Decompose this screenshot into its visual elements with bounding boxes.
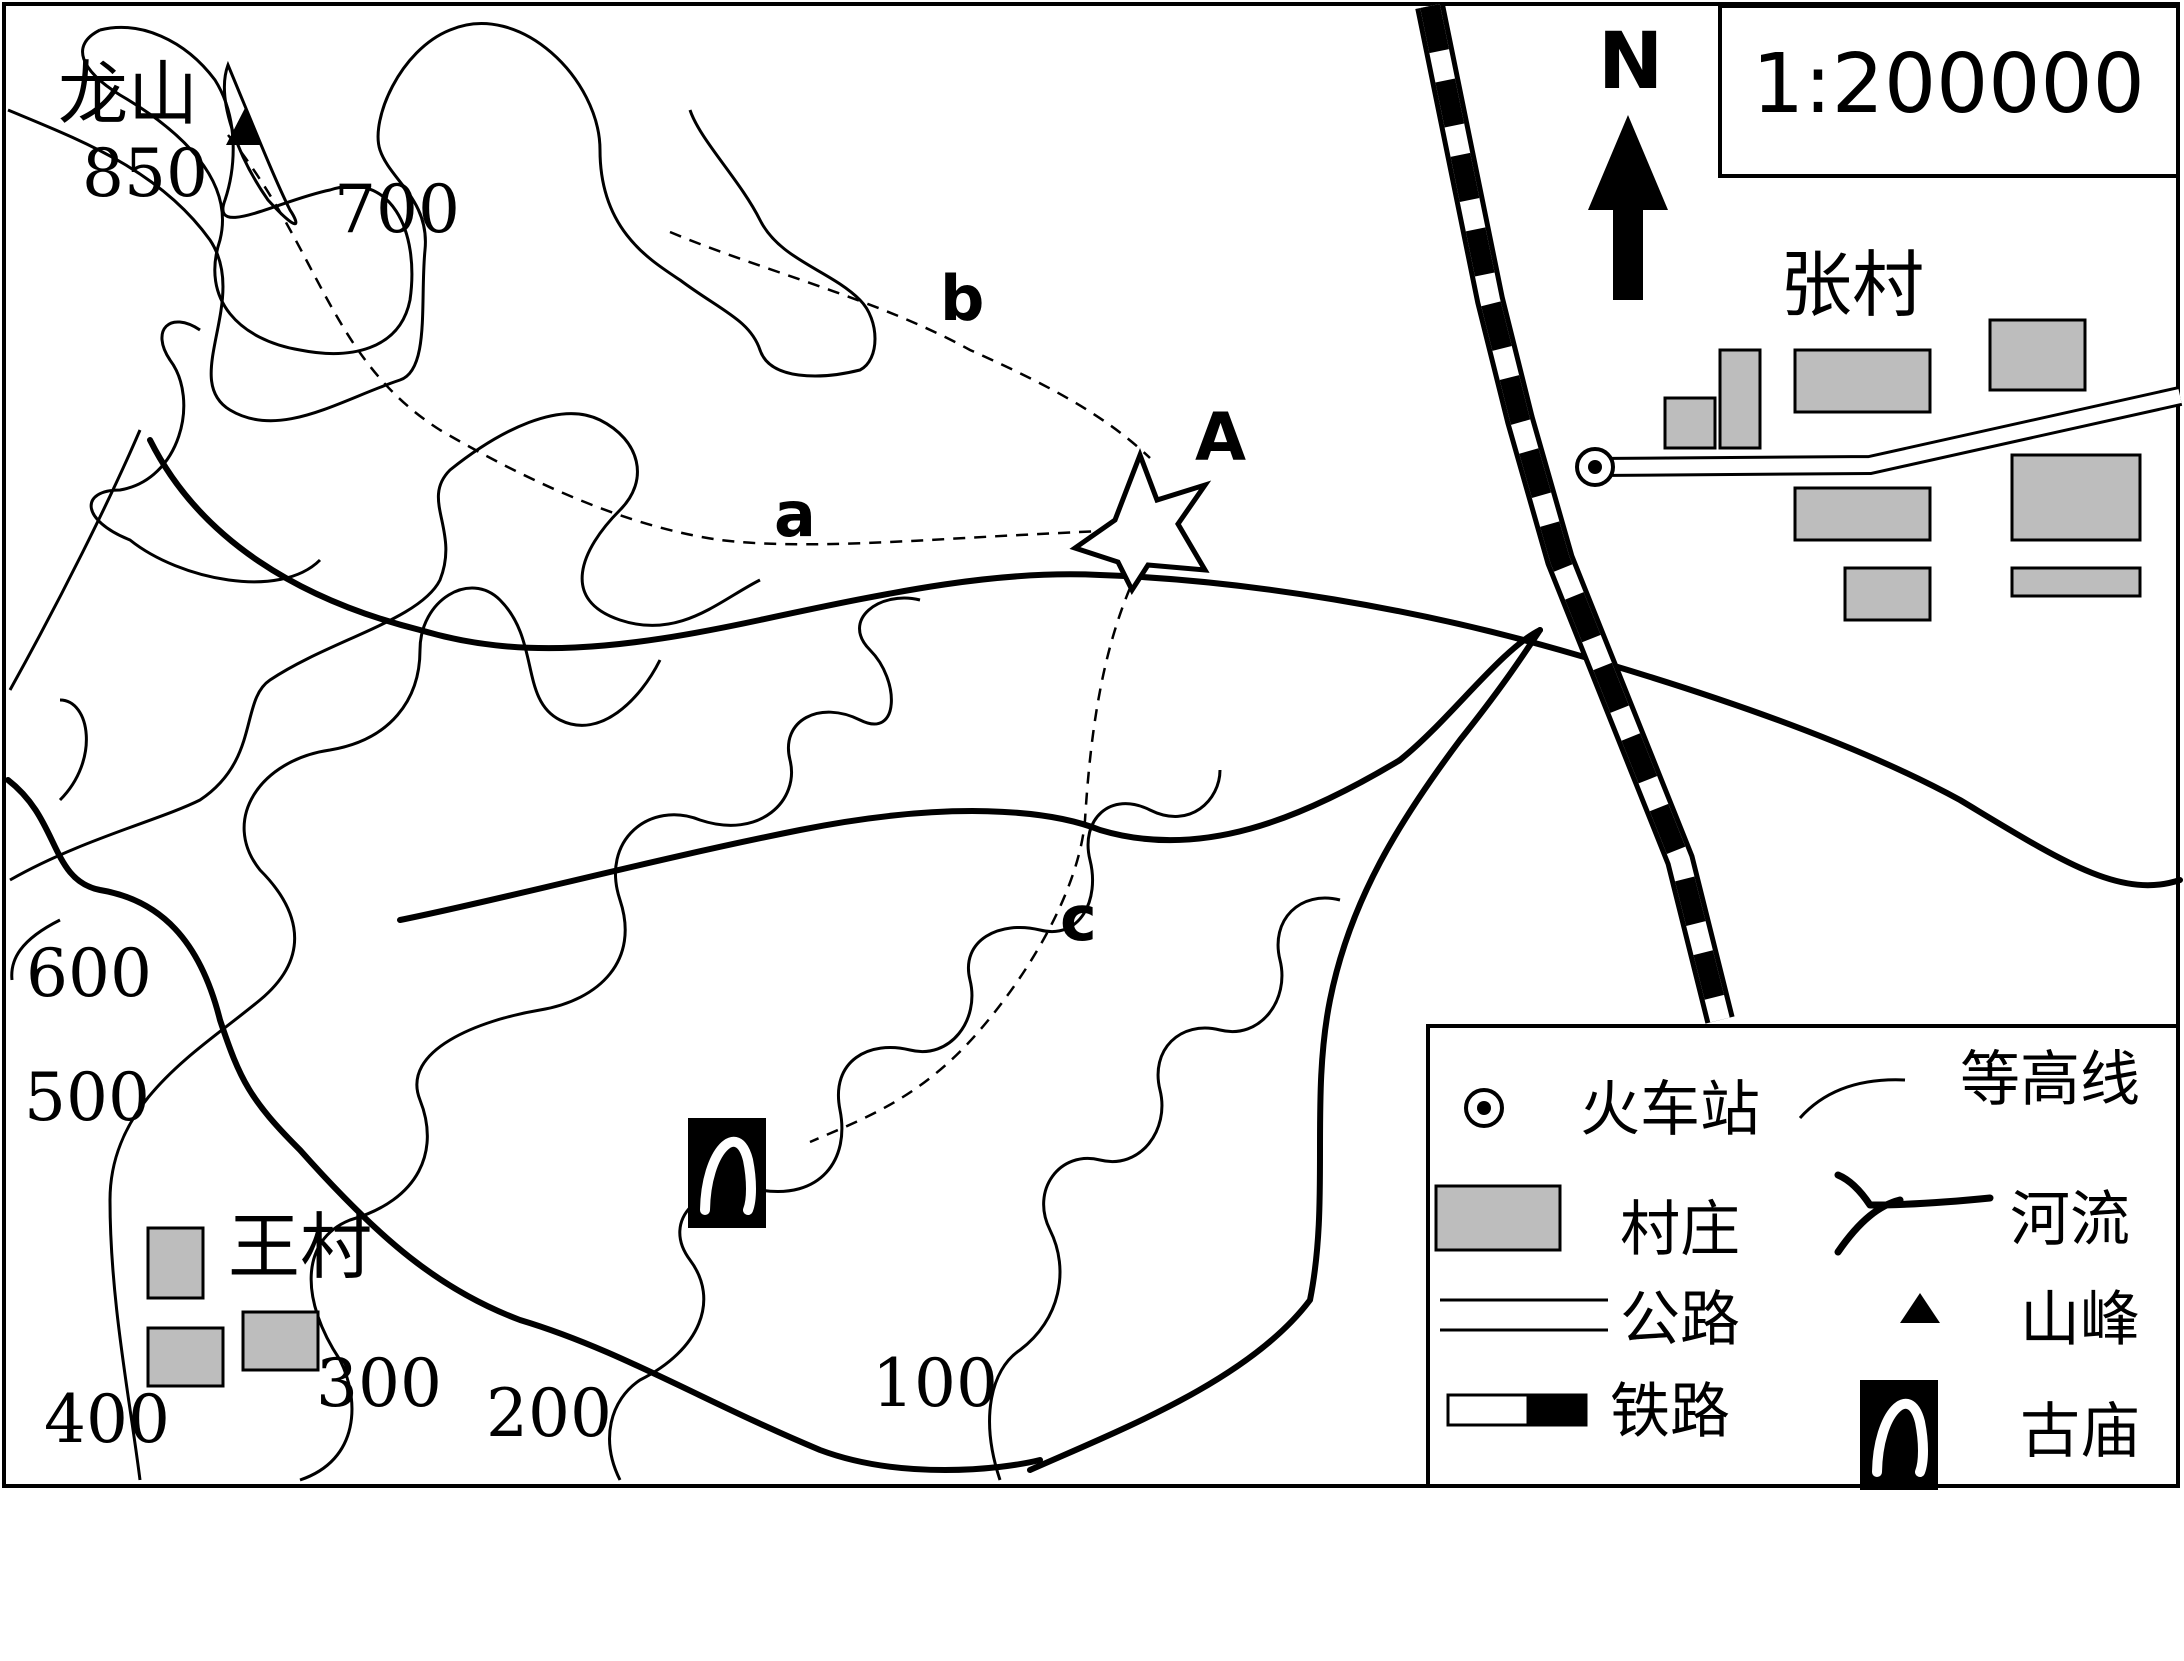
- legend-road-icon: [1440, 1298, 1608, 1332]
- north-arrow-icon: [1588, 115, 1668, 300]
- contour-line-200: [608, 769, 1222, 1481]
- legend-village-icon: [1434, 1184, 1562, 1252]
- contour-label-500: 500: [24, 1059, 150, 1136]
- legend-river-icon: [1834, 1171, 1994, 1256]
- road: [1594, 386, 2183, 477]
- contour-line-100: [988, 896, 1341, 1481]
- legend-temple-label: 古庙: [2020, 1397, 2140, 1467]
- contour-line-600: [8, 320, 322, 981]
- contour-lines: [7, 22, 1341, 1482]
- train-station-icon: [1575, 447, 1615, 487]
- scale-label: 1:200000: [1752, 37, 2145, 132]
- routes: [227, 134, 1161, 1144]
- legend-railway-label: 铁路: [1610, 1377, 1730, 1447]
- route-b: [669, 230, 1151, 459]
- peak-elevation-label: 850: [82, 135, 208, 212]
- scale-box: [1718, 4, 2180, 178]
- route-a-label: a: [774, 478, 816, 551]
- point-a-star-icon: [1069, 447, 1212, 596]
- contour-label-400: 400: [44, 1381, 170, 1458]
- route-b-label: b: [940, 262, 984, 335]
- river-system: [5, 437, 2183, 1473]
- contour-label-300: 300: [316, 1345, 442, 1422]
- point-a-label: A: [1195, 399, 1246, 476]
- peak-name-label: 龙山: [58, 53, 198, 135]
- contour-line-500: [9, 412, 761, 882]
- wang-village-houses: [146, 1226, 320, 1388]
- contour-label-100: 100: [872, 1345, 998, 1422]
- river-tributary-left: [5, 777, 1043, 1473]
- route-c: [809, 587, 1132, 1144]
- legend-peak-label: 山峰: [2020, 1285, 2140, 1355]
- legend-temple-icon: [1860, 1380, 1938, 1490]
- peak-icon: [226, 108, 262, 145]
- wang-village-label: 王村: [228, 1205, 372, 1289]
- route-a: [227, 134, 1161, 546]
- contour-line-400: [108, 586, 662, 1481]
- contour-line-700: [7, 22, 877, 423]
- legend-railway-icon: [1446, 1393, 1588, 1427]
- legend-road-label: 公路: [1620, 1285, 1740, 1355]
- river-tributary-right: [397, 627, 1543, 923]
- zhang-village-houses: [1663, 318, 2142, 622]
- river-tributary-south: [1027, 627, 1543, 1473]
- legend: 火车站 等高线 村庄 河流 公路 山峰 铁路 古庙: [1426, 1024, 2180, 1490]
- legend-village-label: 村庄: [1620, 1195, 1740, 1265]
- zhang-village-label: 张村: [1780, 243, 1924, 327]
- map-frame: [2, 2, 2180, 1488]
- railway: [1415, 3, 1735, 1024]
- contour-label-200: 200: [486, 1375, 612, 1452]
- legend-station-icon: [1464, 1088, 1504, 1128]
- north-label: N: [1598, 17, 1663, 107]
- legend-contour-icon: [1798, 1078, 1906, 1119]
- temple-icon: [688, 1118, 766, 1228]
- contour-label-600: 600: [26, 935, 152, 1012]
- route-c-label: c: [1060, 882, 1097, 955]
- river-main: [147, 437, 2183, 889]
- legend-contour-label: 等高线: [1960, 1045, 2140, 1115]
- legend-station-label: 火车站: [1580, 1075, 1760, 1145]
- legend-peak-icon: [1900, 1293, 1940, 1323]
- contour-label-700: 700: [334, 171, 460, 248]
- contour-line-300: [299, 596, 921, 1482]
- legend-river-label: 河流: [2010, 1185, 2130, 1255]
